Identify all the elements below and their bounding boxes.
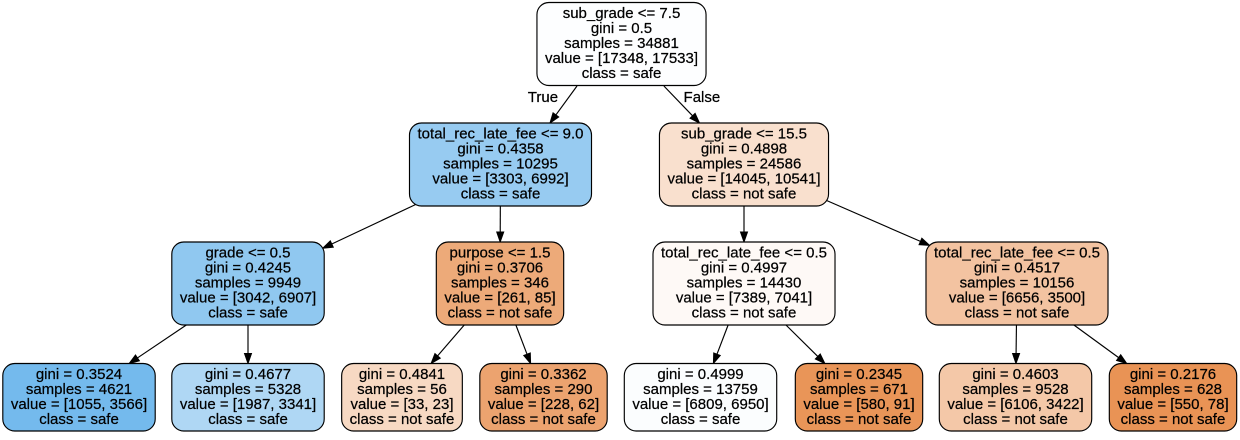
svg-text:samples = 13759: samples = 13759 [643,381,758,398]
svg-text:samples = 9949: samples = 9949 [195,274,301,291]
svg-text:value = [17348, 17533]: value = [17348, 17533] [545,50,698,67]
svg-text:class = not safe: class = not safe [350,411,455,428]
svg-text:value = [6809, 6950]: value = [6809, 6950] [632,396,768,413]
svg-text:class = safe: class = safe [461,185,541,202]
svg-text:samples = 290: samples = 290 [495,381,593,398]
svg-text:value = [6106, 3422]: value = [6106, 3422] [947,396,1083,413]
svg-text:gini = 0.4898: gini = 0.4898 [701,140,787,157]
svg-text:grade <= 0.5: grade <= 0.5 [205,244,290,261]
svg-text:class = not safe: class = not safe [692,185,797,202]
svg-text:samples = 5328: samples = 5328 [195,381,301,398]
svg-text:value = [14045, 10541]: value = [14045, 10541] [667,170,820,187]
svg-text:samples = 346: samples = 346 [451,274,549,291]
svg-text:class = not safe: class = not safe [491,411,596,428]
svg-text:gini = 0.4997: gini = 0.4997 [701,259,787,276]
svg-text:sub_grade <= 15.5: sub_grade <= 15.5 [681,125,807,142]
svg-text:value = [550, 78]: value = [550, 78] [1117,396,1228,413]
svg-text:samples = 34881: samples = 34881 [564,35,679,52]
svg-text:class = safe: class = safe [661,411,741,428]
svg-text:value = [228, 62]: value = [228, 62] [488,396,599,413]
svg-text:total_rec_late_fee <= 0.5: total_rec_late_fee <= 0.5 [661,244,827,261]
svg-text:samples = 4621: samples = 4621 [26,381,132,398]
svg-text:class = not safe: class = not safe [963,411,1068,428]
svg-text:total_rec_late_fee <= 0.5: total_rec_late_fee <= 0.5 [934,244,1100,261]
svg-text:purpose <= 1.5: purpose <= 1.5 [450,244,551,261]
svg-text:value = [261, 85]: value = [261, 85] [444,289,555,306]
svg-text:value = [1055, 3566]: value = [1055, 3566] [11,396,147,413]
svg-text:class = not safe: class = not safe [965,304,1070,321]
svg-text:value = [1987, 3341]: value = [1987, 3341] [180,396,316,413]
svg-text:gini = 0.4677: gini = 0.4677 [205,366,291,383]
svg-text:gini = 0.3524: gini = 0.3524 [36,366,122,383]
svg-text:samples = 671: samples = 671 [810,381,908,398]
svg-text:gini = 0.4358: gini = 0.4358 [457,140,543,157]
svg-text:samples = 10295: samples = 10295 [443,155,558,172]
svg-text:samples = 10156: samples = 10156 [960,274,1075,291]
svg-text:gini = 0.2176: gini = 0.2176 [1130,366,1216,383]
svg-text:gini = 0.4841: gini = 0.4841 [359,366,445,383]
svg-text:class = not safe: class = not safe [807,411,912,428]
svg-text:gini = 0.4245: gini = 0.4245 [205,259,291,276]
svg-text:class = not safe: class = not safe [1121,411,1226,428]
svg-text:class = not safe: class = not safe [692,304,797,321]
svg-text:gini = 0.3706: gini = 0.3706 [457,259,543,276]
svg-text:sub_grade <= 7.5: sub_grade <= 7.5 [563,5,681,22]
svg-text:False: False [684,89,721,106]
svg-text:value = [6656, 3500]: value = [6656, 3500] [949,289,1085,306]
svg-text:gini = 0.2345: gini = 0.2345 [816,366,902,383]
svg-text:samples = 14430: samples = 14430 [687,274,802,291]
svg-text:total_rec_late_fee <= 9.0: total_rec_late_fee <= 9.0 [418,125,584,142]
svg-text:class = safe: class = safe [582,65,662,82]
svg-text:samples = 9528: samples = 9528 [962,381,1068,398]
svg-text:gini = 0.4603: gini = 0.4603 [972,366,1058,383]
svg-text:True: True [528,89,558,106]
svg-text:class = not safe: class = not safe [448,304,553,321]
svg-text:gini = 0.4999: gini = 0.4999 [657,366,743,383]
svg-text:gini = 0.3362: gini = 0.3362 [500,366,586,383]
svg-text:gini = 0.4517: gini = 0.4517 [974,259,1060,276]
svg-text:value = [3042, 6907]: value = [3042, 6907] [180,289,316,306]
svg-text:class = safe: class = safe [39,411,119,428]
svg-text:value = [580, 91]: value = [580, 91] [803,396,914,413]
svg-text:gini = 0.5: gini = 0.5 [591,20,652,37]
svg-text:value = [3303, 6992]: value = [3303, 6992] [432,170,568,187]
svg-text:samples = 56: samples = 56 [357,381,447,398]
svg-text:class = safe: class = safe [208,411,288,428]
svg-text:class = safe: class = safe [208,304,288,321]
svg-text:samples = 628: samples = 628 [1124,381,1222,398]
svg-text:samples = 24586: samples = 24586 [687,155,802,172]
svg-text:value = [33, 23]: value = [33, 23] [351,396,454,413]
svg-text:value = [7389, 7041]: value = [7389, 7041] [676,289,812,306]
